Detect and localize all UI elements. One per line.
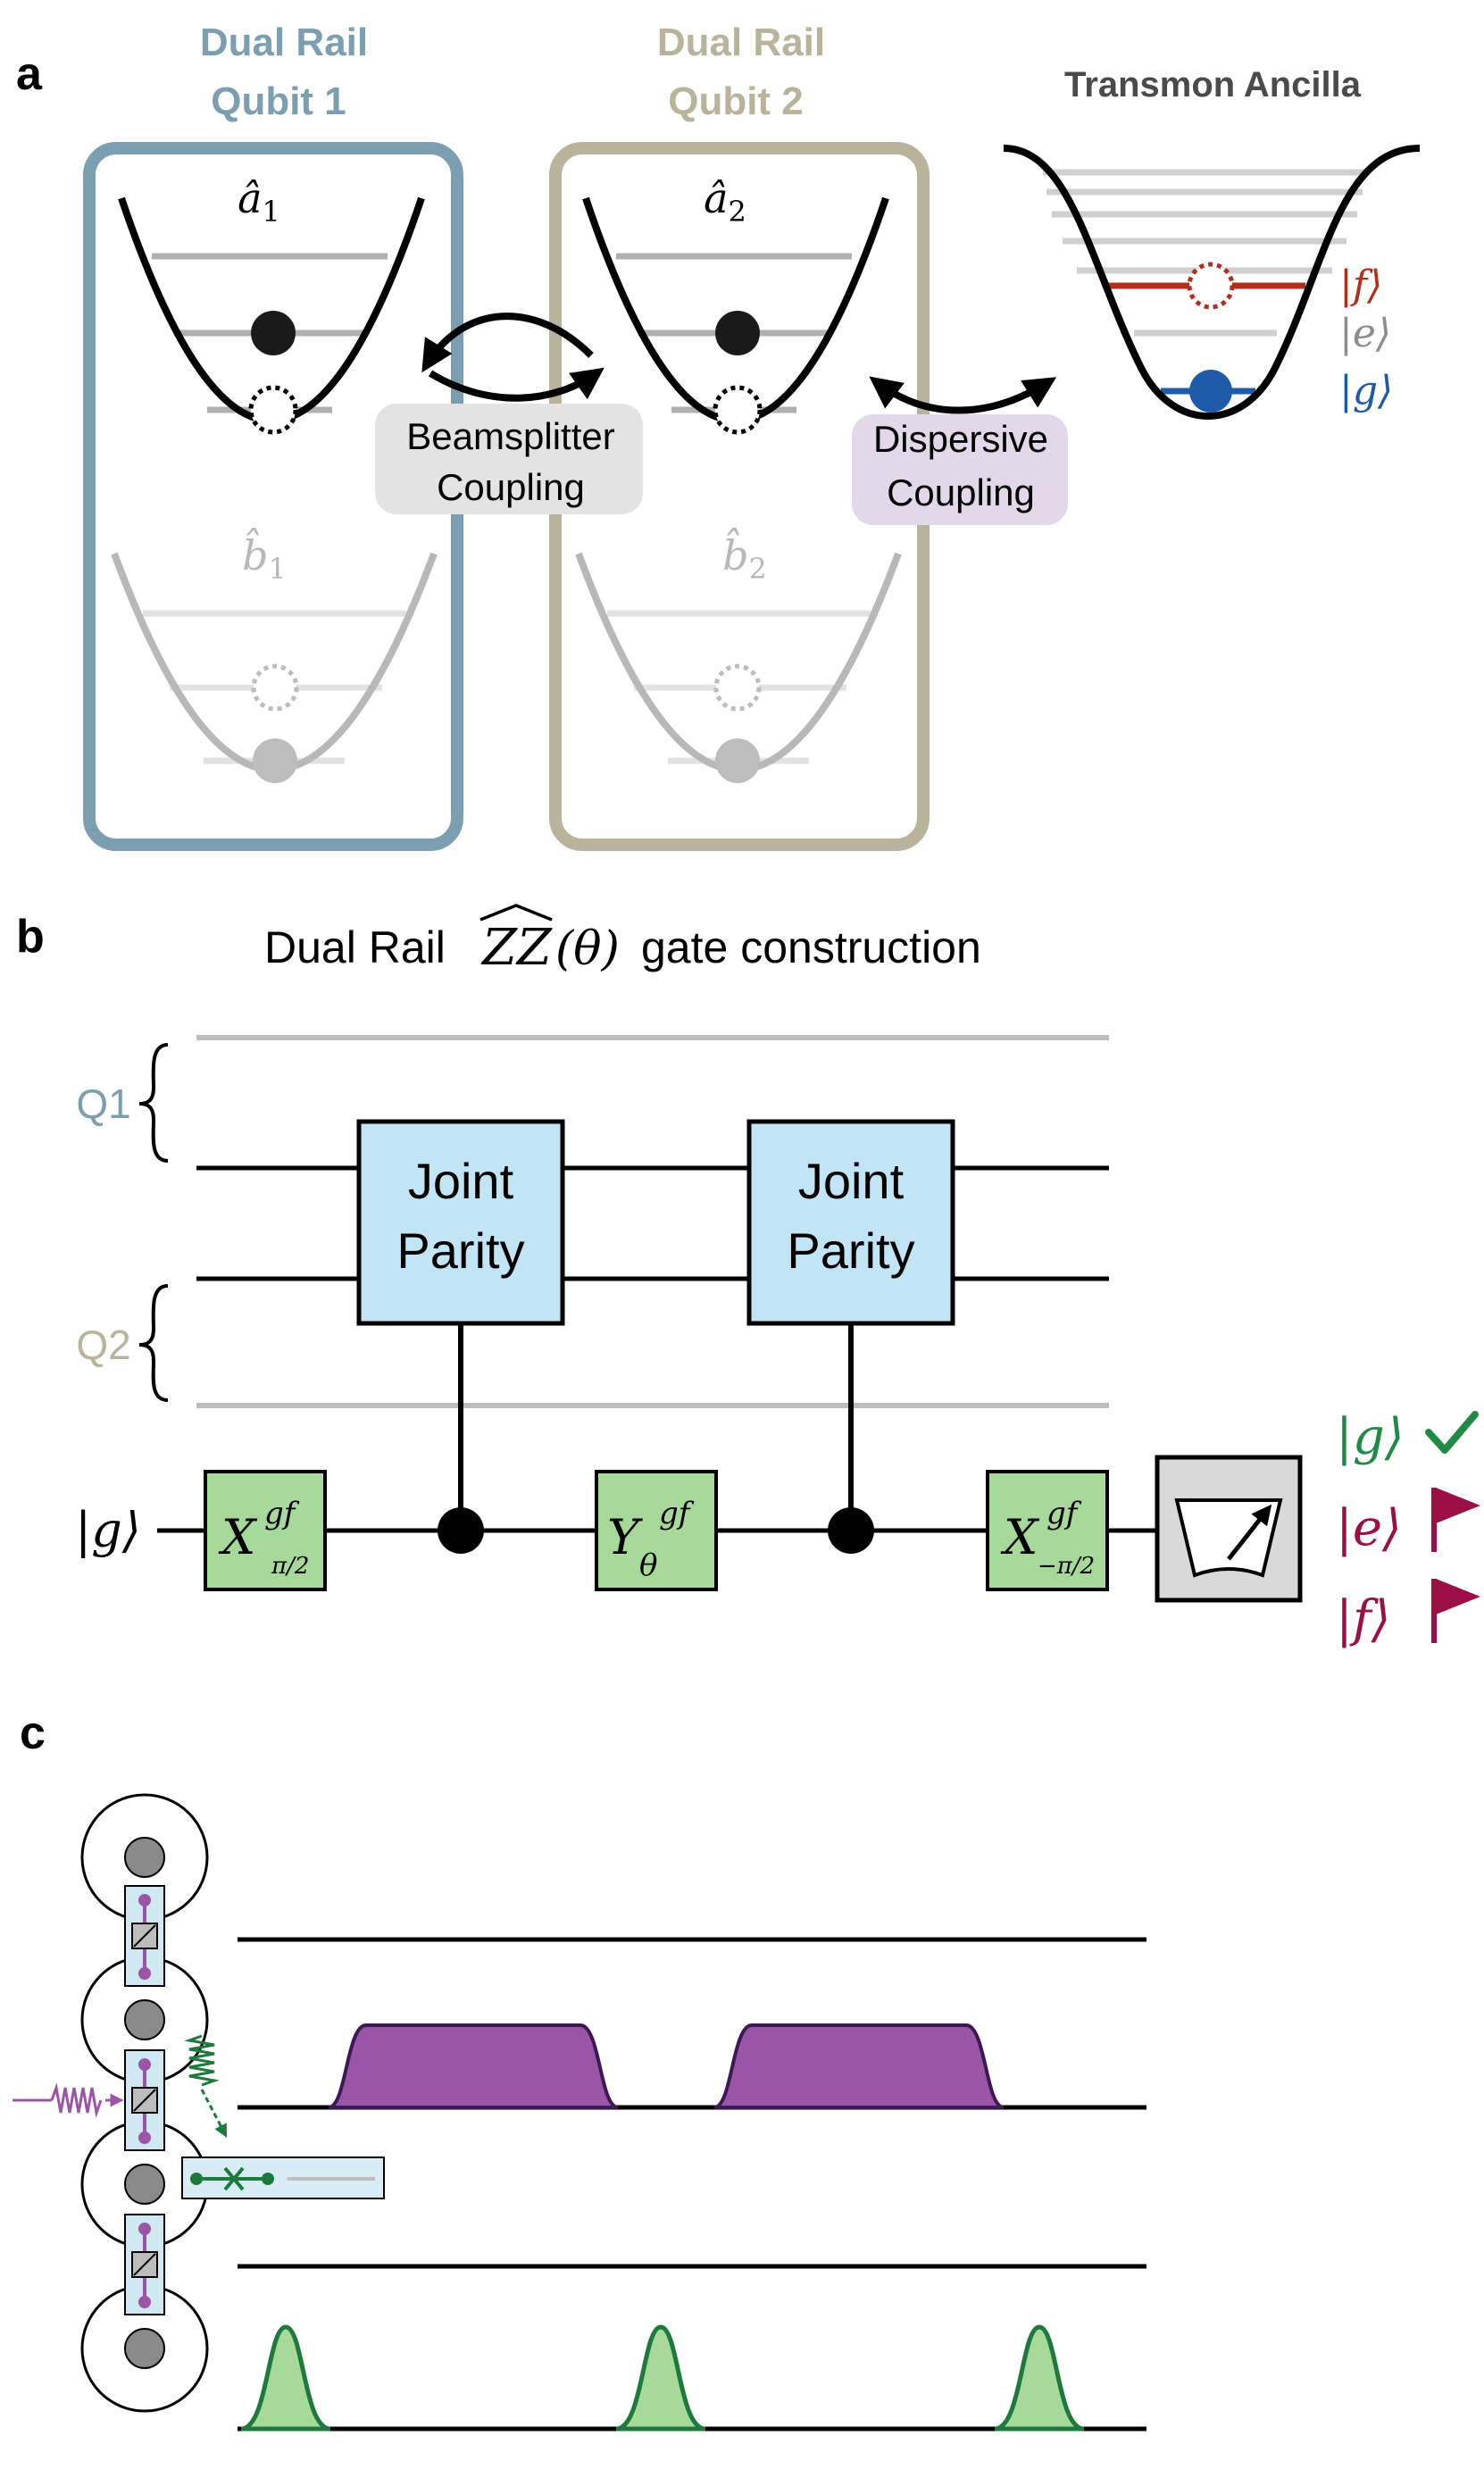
beamsplitter-coupler-2 <box>124 2049 165 2151</box>
purple-pulse-2 <box>713 2023 1005 2109</box>
q2-brace <box>138 1284 169 1402</box>
checkmark-icon <box>1425 1411 1479 1454</box>
panel-b-title-suffix: gate construction <box>641 922 981 972</box>
gate2-sup: gf <box>659 1496 695 1531</box>
q1-label: Q1 <box>76 1080 130 1127</box>
panel-a-label: a <box>16 48 43 100</box>
qubit2-mode-b-well <box>575 552 902 783</box>
device-schematic <box>13 1793 385 2413</box>
qubit1-mode-a-well <box>118 196 425 435</box>
ancilla-g-filled <box>1189 370 1232 413</box>
qubit2-title-line1: Dual Rail <box>657 21 825 64</box>
beamsplitter-arrow-top <box>421 313 594 373</box>
gate-x-minus-pi-over-2 <box>986 1470 1109 1591</box>
beamsplitter-label-line2: Coupling <box>437 466 585 508</box>
purple-drive-icon <box>50 2082 103 2118</box>
joint-parity-gate-2 <box>746 1119 955 1326</box>
beamsplitter-coupler-3 <box>124 2214 165 2315</box>
qubit1-mode-a-filled-photon <box>251 311 296 355</box>
panel-c: c <box>13 1707 1146 2432</box>
beamsplitter-label-box <box>375 404 643 514</box>
outcome-e-label: |e⟩ <box>1336 1499 1402 1557</box>
title-gate-hat <box>479 904 553 922</box>
beamsplitter-coupler-1 <box>124 1885 165 1987</box>
gate1-main: X <box>218 1509 258 1565</box>
qubit2-mode-b-empty-photon <box>713 663 762 712</box>
green-pulse-3 <box>994 2324 1085 2432</box>
joint-parity-1-control-dot <box>438 1507 484 1554</box>
panel-b-title-gate: ZZ <box>480 919 553 977</box>
joint-parity-1-line2: Parity <box>396 1222 524 1279</box>
qubit1-title-line1: Dual Rail <box>200 21 368 64</box>
meter-needle-icon <box>1227 1504 1272 1561</box>
panel-b-title-arg: (θ) <box>555 922 620 976</box>
gate3-sup: gf <box>1046 1496 1082 1531</box>
level-g-label: |g⟩ <box>1339 368 1393 413</box>
ancilla-f-empty <box>1187 262 1235 310</box>
qubit1-mode-b-empty-photon <box>251 663 299 712</box>
panel-b: b Dual Rail ZZ (θ) gate construction Q1 … <box>16 904 1480 1648</box>
mode-a2-label: â2 <box>704 174 746 229</box>
ancilla-init-label: |g⟩ <box>75 1502 141 1558</box>
joint-parity-2-line1: Joint <box>798 1153 905 1209</box>
gate3-main: X <box>1000 1509 1040 1565</box>
qubit2-mode-a-well <box>582 196 889 435</box>
green-pulse-1 <box>240 2324 331 2432</box>
gate-x-pi-over-2 <box>204 1470 327 1591</box>
outcome-f-label: |f⟩ <box>1336 1590 1390 1648</box>
qubit2-mode-a-empty-photon <box>713 385 763 435</box>
mode-b2-label: b̂2 <box>722 527 767 586</box>
gate1-sup: gf <box>264 1496 300 1531</box>
qubit1-mode-b-well <box>111 552 438 783</box>
beamsplitter-label-line1: Beamsplitter <box>406 415 614 457</box>
qubit1-title-line2: Qubit 1 <box>211 79 346 123</box>
green-drive-icon <box>184 2034 220 2087</box>
gate2-sub: θ <box>639 1547 657 1583</box>
green-pulse-2 <box>615 2324 706 2432</box>
gate1-sub: π/2 <box>271 1553 309 1580</box>
qubit2-title-line2: Qubit 2 <box>668 79 804 123</box>
joint-parity-2-control-dot <box>828 1507 874 1554</box>
flag-icon <box>1431 1488 1480 1552</box>
transmon-ancilla-well <box>1003 145 1421 420</box>
gate-y-theta <box>595 1470 718 1591</box>
dispersive-label-box <box>852 414 1068 525</box>
joint-parity-2-line2: Parity <box>787 1222 914 1279</box>
q1-brace <box>138 1043 169 1163</box>
level-f-label: |f⟩ <box>1339 263 1382 308</box>
qubit1-mode-b-filled-photon <box>253 738 297 783</box>
panel-a: a Dual Rail Qubit 1 Dual Rail Qubit 2 Tr… <box>16 21 1421 851</box>
qubit2-mode-b-filled-photon <box>715 738 760 783</box>
outcome-g-label: |g⟩ <box>1336 1408 1405 1466</box>
joint-parity-1-line1: Joint <box>408 1153 514 1209</box>
q2-label: Q2 <box>76 1322 130 1368</box>
panel-b-label: b <box>16 911 45 963</box>
gate3-sub: −π/2 <box>1038 1553 1095 1580</box>
ancilla-title: Transmon Ancilla <box>1064 65 1362 104</box>
mode-b1-label: b̂1 <box>242 527 287 586</box>
mode-a1-label: â1 <box>238 174 280 229</box>
joint-parity-gate-1 <box>356 1119 565 1326</box>
qubit2-mode-a-filled-photon <box>715 311 760 355</box>
flag-icon <box>1431 1579 1480 1643</box>
panel-b-title-prefix: Dual Rail <box>264 922 446 972</box>
beamsplitter-arrow-bottom <box>428 367 604 402</box>
dispersive-arrow <box>869 376 1057 414</box>
qubit1-mode-a-empty-photon <box>248 385 298 435</box>
dispersive-label-line1: Dispersive <box>873 418 1048 460</box>
level-e-label: |e⟩ <box>1339 311 1391 356</box>
panel-c-label: c <box>20 1707 46 1759</box>
gate2-main: Y <box>607 1509 643 1565</box>
purple-pulse-1 <box>328 2023 619 2109</box>
dispersive-label-line2: Coupling <box>887 471 1035 513</box>
